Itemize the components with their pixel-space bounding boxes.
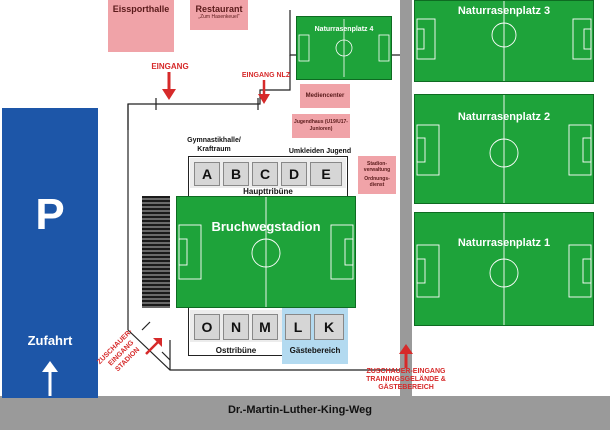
pitch-platz2: Naturrasenplatz 2 xyxy=(414,94,594,204)
block-C: C xyxy=(252,162,278,186)
zufahrt-label: Zufahrt xyxy=(27,333,73,348)
jugendhaus-label: Jugendhaus (U19/U17-Junioren) xyxy=(294,119,348,132)
ordnungsdienst-label: Ordnungs-dienst xyxy=(364,176,390,188)
stadium-pitch-lines xyxy=(178,197,354,307)
road-vertical xyxy=(400,0,412,400)
platz3-label: Naturrasenplatz 3 xyxy=(457,5,551,17)
zufahrt-arrow-icon xyxy=(42,361,58,396)
gymnastikhalle-label: Gymnastikhalle/ Kraftraum xyxy=(187,137,241,153)
street-name: Dr.-Martin-Luther-King-Weg xyxy=(227,404,372,416)
pitch-platz4: Naturrasenplatz 4 xyxy=(296,16,392,80)
pitch-lines-2 xyxy=(416,95,592,203)
haupttribuene-label: Haupttribüne xyxy=(243,187,293,196)
zuschauer-training-arrow-icon xyxy=(399,344,413,368)
eissporthalle-building: Eissporthalle xyxy=(108,0,174,52)
parking-symbol: P xyxy=(35,190,65,239)
gaestebereich-label: Gästebereich xyxy=(289,346,341,355)
restaurant-subtitle: „Zum Hasenkeuel“ xyxy=(198,14,240,20)
block-A: A xyxy=(194,162,220,186)
zuschauer-stadion-arrow-icon xyxy=(145,338,162,355)
verwaltung-building: Stadion-verwaltung Ordnungs-dienst xyxy=(358,156,396,194)
side-stand xyxy=(142,196,170,308)
pitch-lines-1 xyxy=(416,213,592,325)
restaurant-building: Restaurant „Zum Hasenkeuel“ xyxy=(190,0,248,30)
osttribuene-label: Osttribüne xyxy=(215,346,257,355)
restaurant-title: Restaurant xyxy=(195,4,243,14)
zuschauer-training-label: ZUSCHAUER-EINGANG TRAININGSGELÄNDE & GÄS… xyxy=(366,368,446,391)
verwaltung-label: Stadion-verwaltung xyxy=(363,161,391,173)
eingang-nlz-label: EINGANG NLZ xyxy=(241,72,291,79)
platz4-label: Naturrasenplatz 4 xyxy=(314,26,374,33)
umkleiden-label: Umkleiden Jugend xyxy=(288,148,352,155)
eissporthalle-label: Eissporthalle xyxy=(112,4,170,14)
block-N: N xyxy=(223,314,249,340)
stadium-pitch: Bruchwegstadion xyxy=(176,196,356,308)
parking-area xyxy=(2,108,98,398)
block-K: K xyxy=(314,314,344,340)
pitch-lines-4 xyxy=(298,19,390,77)
road-bottom xyxy=(0,396,610,430)
eingang-label: EINGANG xyxy=(151,62,189,71)
block-B: B xyxy=(223,162,249,186)
platz1-label: Naturrasenplatz 1 xyxy=(457,237,551,249)
block-E: E xyxy=(310,162,342,186)
mediencenter-label: Mediencenter xyxy=(305,93,345,99)
platz2-label: Naturrasenplatz 2 xyxy=(457,111,551,123)
stadium-name: Bruchwegstadion xyxy=(211,219,321,234)
eingang-arrow-icon xyxy=(162,72,176,100)
pitch-platz3: Naturrasenplatz 3 xyxy=(414,0,594,82)
pitch-platz1: Naturrasenplatz 1 xyxy=(414,212,594,326)
block-L: L xyxy=(285,314,311,340)
jugendhaus-building: Jugendhaus (U19/U17-Junioren) xyxy=(292,114,350,138)
eingang-nlz-arrow-icon xyxy=(258,80,270,104)
mediencenter-building: Mediencenter xyxy=(300,84,350,108)
pitch-lines-3 xyxy=(416,1,592,81)
block-O: O xyxy=(194,314,220,340)
block-M: M xyxy=(252,314,278,340)
block-D: D xyxy=(281,162,307,186)
